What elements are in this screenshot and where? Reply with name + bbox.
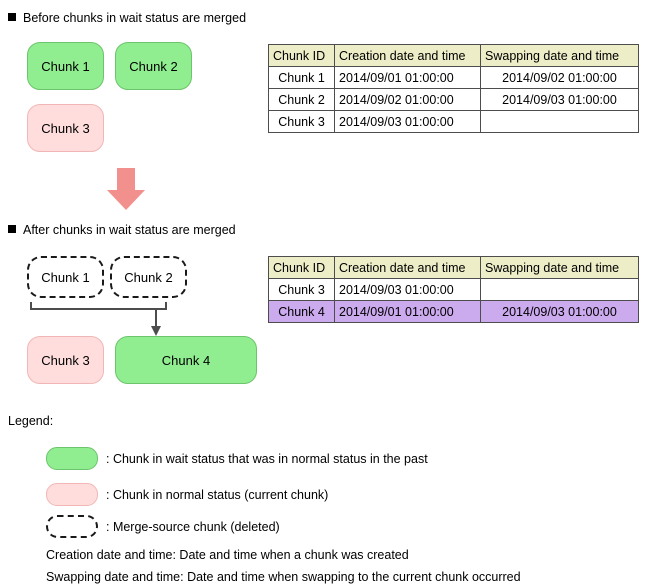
- before-row-2-id: Chunk 3: [268, 110, 335, 133]
- before-chunk-1-label: Chunk 1: [41, 58, 90, 74]
- table-row: Chunk 3 2014/09/03 01:00:00: [268, 278, 639, 301]
- legend-swatch-dashed-icon: [46, 515, 98, 538]
- before-row-2-swapping: [480, 110, 639, 133]
- after-row-1-creation: 2014/09/01 01:00:00: [334, 300, 481, 323]
- before-chunk-table: Chunk ID Creation date and time Swapping…: [268, 44, 639, 133]
- table-row-merged: Chunk 4 2014/09/01 01:00:00 2014/09/03 0…: [268, 300, 639, 323]
- before-row-1-creation: 2014/09/02 01:00:00: [334, 88, 481, 111]
- table-header-row: Chunk ID Creation date and time Swapping…: [268, 256, 639, 279]
- legend-swatch-green-icon: [46, 447, 98, 470]
- after-header-swapping: Swapping date and time: [480, 256, 639, 279]
- after-chunk-1-label: Chunk 1: [41, 269, 90, 285]
- after-chunk-4-shape: Chunk 4: [115, 336, 257, 384]
- after-chunk-1-shape-deleted: Chunk 1: [27, 256, 104, 298]
- legend-entry-normal-status: : Chunk in normal status (current chunk): [46, 483, 328, 506]
- after-row-1-swapping: 2014/09/03 01:00:00: [480, 300, 639, 323]
- after-row-0-id: Chunk 3: [268, 278, 335, 301]
- before-header-creation: Creation date and time: [334, 44, 481, 67]
- after-header-creation: Creation date and time: [334, 256, 481, 279]
- before-chunk-1-shape: Chunk 1: [27, 42, 104, 90]
- after-header-chunk-id: Chunk ID: [268, 256, 335, 279]
- bullet-square-icon: [8, 13, 16, 21]
- before-row-1-id: Chunk 2: [268, 88, 335, 111]
- legend-note-swapping: Swapping date and time: Date and time wh…: [46, 570, 521, 584]
- table-row: Chunk 2 2014/09/02 01:00:00 2014/09/03 0…: [268, 88, 639, 111]
- before-header-chunk-id: Chunk ID: [268, 44, 335, 67]
- merge-bracket-left-tick: [30, 302, 32, 310]
- legend-swatch-pink-icon: [46, 483, 98, 506]
- after-section-heading: After chunks in wait status are merged: [8, 222, 236, 238]
- legend-note-creation: Creation date and time: Date and time wh…: [46, 548, 409, 562]
- after-row-1-id: Chunk 4: [268, 300, 335, 323]
- after-row-0-swapping: [480, 278, 639, 301]
- legend-title: Legend:: [8, 414, 54, 428]
- legend-entry-wait-status-text: : Chunk in wait status that was in norma…: [106, 451, 428, 466]
- after-row-0-creation: 2014/09/03 01:00:00: [334, 278, 481, 301]
- merge-bracket-right-tick: [165, 302, 167, 310]
- before-row-0-creation: 2014/09/01 01:00:00: [334, 66, 481, 89]
- after-heading-text: After chunks in wait status are merged: [23, 223, 236, 237]
- before-header-swapping: Swapping date and time: [480, 44, 639, 67]
- before-section-heading: Before chunks in wait status are merged: [8, 10, 246, 26]
- before-row-0-swapping: 2014/09/02 01:00:00: [480, 66, 639, 89]
- table-header-row: Chunk ID Creation date and time Swapping…: [268, 44, 639, 67]
- before-row-0-id: Chunk 1: [268, 66, 335, 89]
- before-chunk-3-label: Chunk 3: [41, 120, 90, 136]
- table-row: Chunk 3 2014/09/03 01:00:00: [268, 110, 639, 133]
- after-chunk-3-label: Chunk 3: [41, 352, 90, 368]
- legend-entry-wait-status: : Chunk in wait status that was in norma…: [46, 447, 428, 470]
- legend-entry-merge-source: : Merge-source chunk (deleted): [46, 515, 280, 538]
- table-row: Chunk 1 2014/09/01 01:00:00 2014/09/02 0…: [268, 66, 639, 89]
- before-heading-text: Before chunks in wait status are merged: [23, 11, 247, 25]
- after-chunk-3-shape: Chunk 3: [27, 336, 104, 384]
- after-chunk-table: Chunk ID Creation date and time Swapping…: [268, 256, 639, 323]
- before-chunk-2-label: Chunk 2: [129, 58, 178, 74]
- merge-arrow-head-icon: [151, 326, 161, 336]
- after-chunk-2-shape-deleted: Chunk 2: [110, 256, 187, 298]
- legend-entry-normal-status-text: : Chunk in normal status (current chunk): [106, 487, 329, 502]
- before-row-2-creation: 2014/09/03 01:00:00: [334, 110, 481, 133]
- after-chunk-2-label: Chunk 2: [124, 269, 173, 285]
- transition-arrow-icon: [107, 168, 145, 210]
- before-chunk-3-shape: Chunk 3: [27, 104, 104, 152]
- before-chunk-2-shape: Chunk 2: [115, 42, 192, 90]
- merge-bracket-horizontal: [30, 308, 167, 310]
- before-row-1-swapping: 2014/09/03 01:00:00: [480, 88, 639, 111]
- after-chunk-4-label: Chunk 4: [161, 352, 211, 368]
- merge-arrow-stem: [155, 310, 157, 328]
- bullet-square-icon: [8, 225, 16, 233]
- legend-entry-merge-source-text: : Merge-source chunk (deleted): [106, 519, 280, 534]
